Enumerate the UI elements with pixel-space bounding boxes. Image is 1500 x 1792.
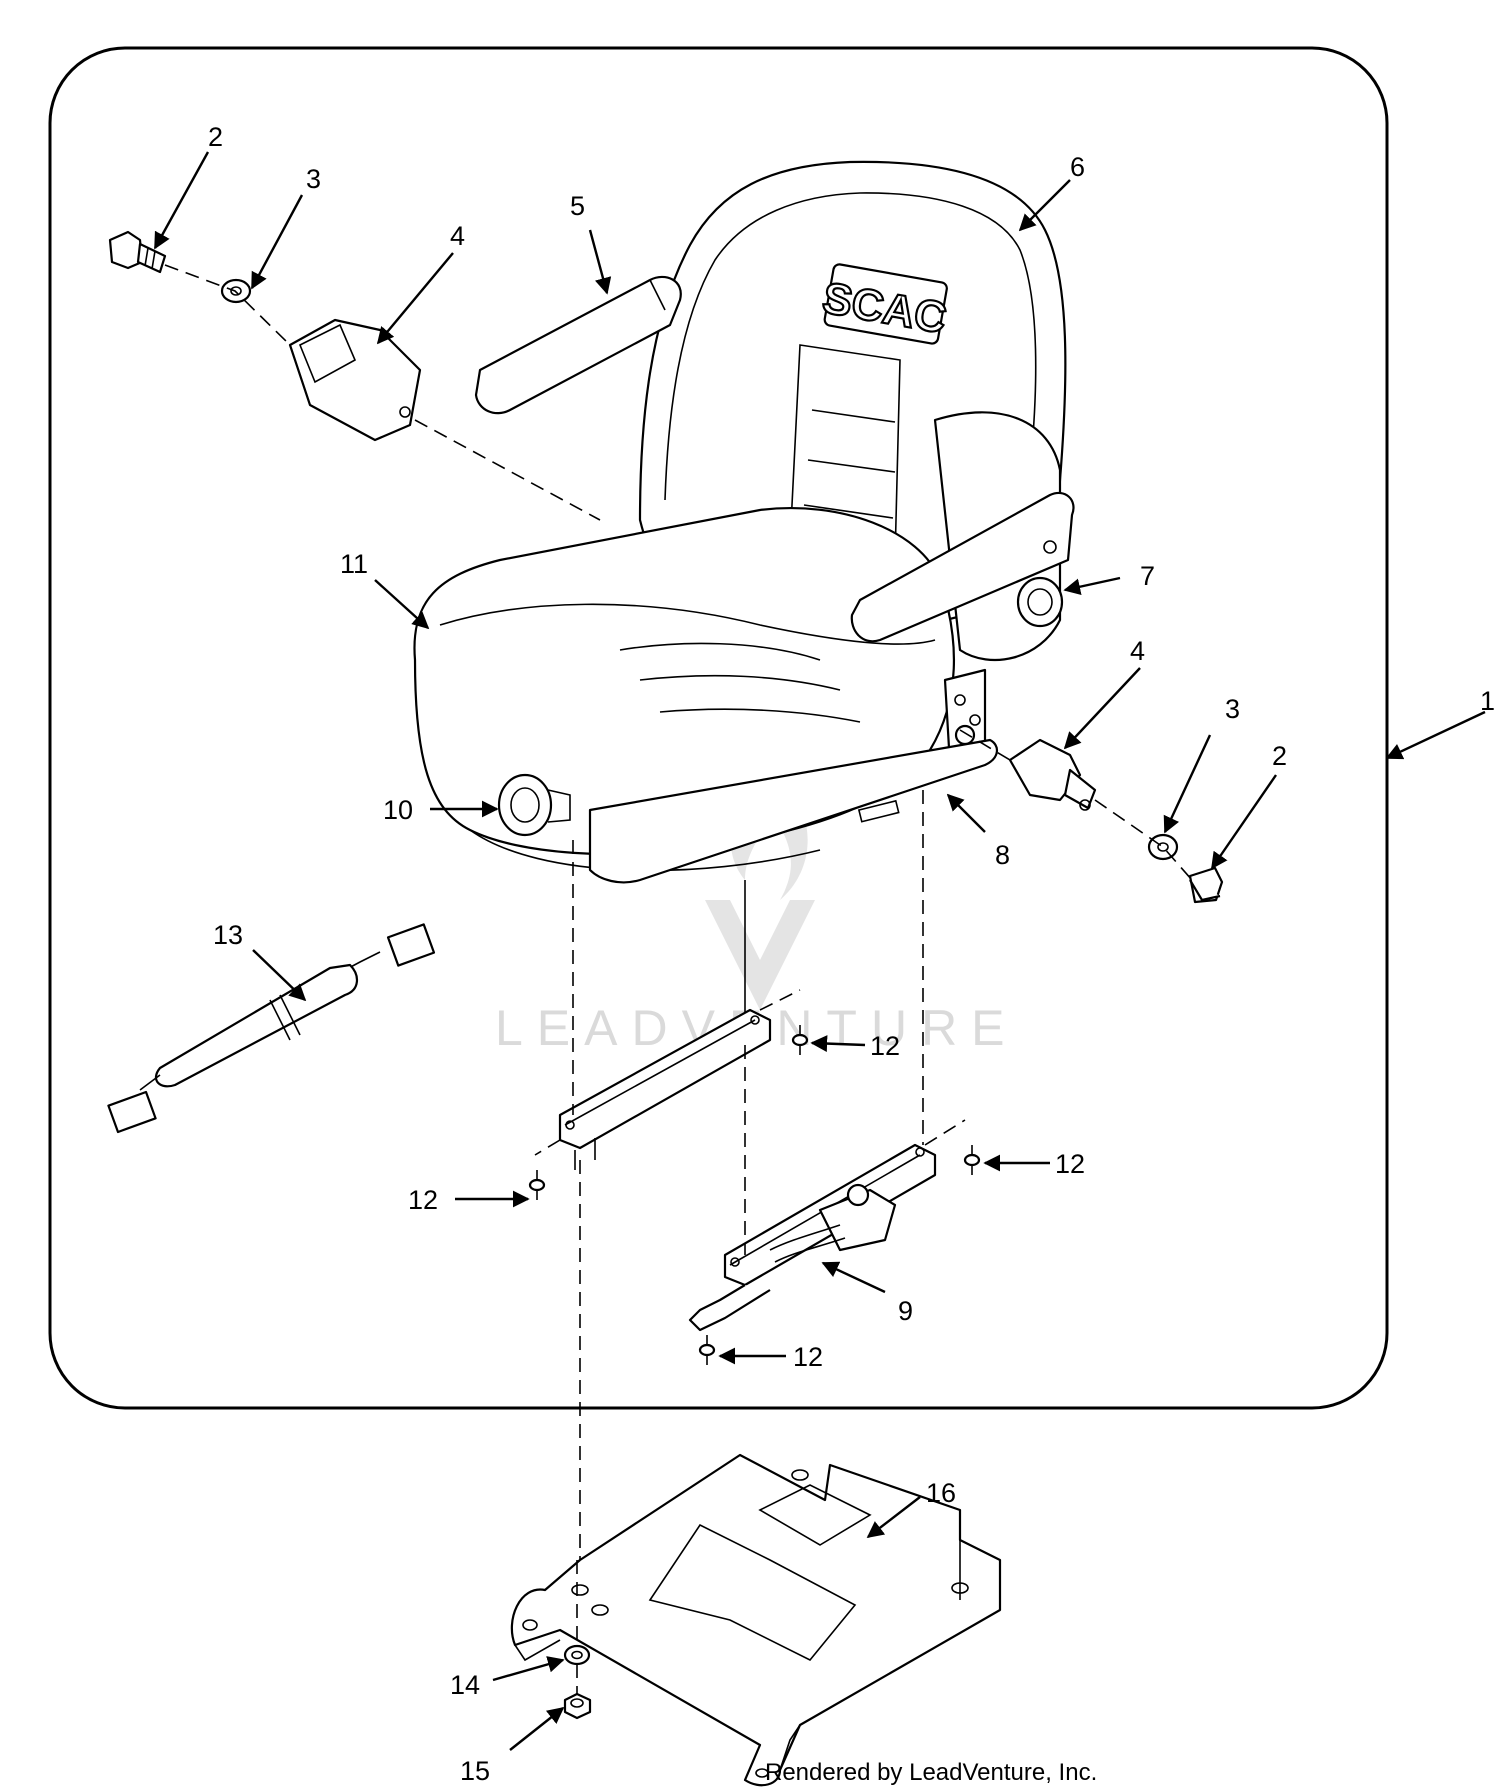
screw-12-a: [791, 1025, 809, 1055]
callout-4: 4: [450, 221, 465, 251]
callout-12: 12: [793, 1342, 823, 1372]
callout-leaders: [153, 151, 1486, 1751]
callout-8: 8: [995, 840, 1010, 870]
callout-7: 7: [1140, 561, 1155, 591]
callout-labels: 1 2 3 4 5 6 7 4 3 2 11 10 8 13 12 12 12 …: [208, 122, 1495, 1786]
screw-12-b: [528, 1170, 546, 1200]
callout-3: 3: [306, 164, 321, 194]
assembly-boundary: [48, 46, 1389, 1410]
washer-14: [563, 1644, 591, 1666]
callout-12: 12: [408, 1185, 438, 1215]
callout-12: 12: [870, 1031, 900, 1061]
seat-belt-right: [1008, 738, 1224, 904]
callout-2: 2: [208, 122, 223, 152]
nut-15: [563, 1692, 592, 1720]
wire-harness: [107, 923, 436, 1134]
callout-11: 11: [340, 549, 368, 579]
seat-assembly: SCAC: [413, 160, 1075, 1045]
callout-2: 2: [1272, 741, 1287, 771]
callout-1: 1: [1480, 686, 1495, 716]
callout-4: 4: [1130, 636, 1145, 666]
screw-12-d: [698, 1335, 716, 1365]
callout-9: 9: [898, 1296, 913, 1326]
callout-6: 6: [1070, 152, 1085, 182]
footer-credit: Rendered by LeadVenture, Inc.: [765, 1759, 1097, 1786]
screw-12-c: [963, 1145, 981, 1175]
callout-10: 10: [383, 795, 413, 825]
callout-13: 13: [213, 920, 243, 950]
callout-14: 14: [450, 1670, 480, 1700]
callout-5: 5: [570, 191, 585, 221]
slide-rail-right: [688, 1143, 937, 1332]
knob-10: [497, 773, 571, 837]
knob-7: [1016, 576, 1064, 628]
callout-16: 16: [926, 1478, 956, 1508]
seat-belt-left: [108, 230, 422, 442]
callout-3: 3: [1225, 694, 1240, 724]
callout-12: 12: [1055, 1149, 1085, 1179]
callout-15: 15: [460, 1756, 490, 1786]
